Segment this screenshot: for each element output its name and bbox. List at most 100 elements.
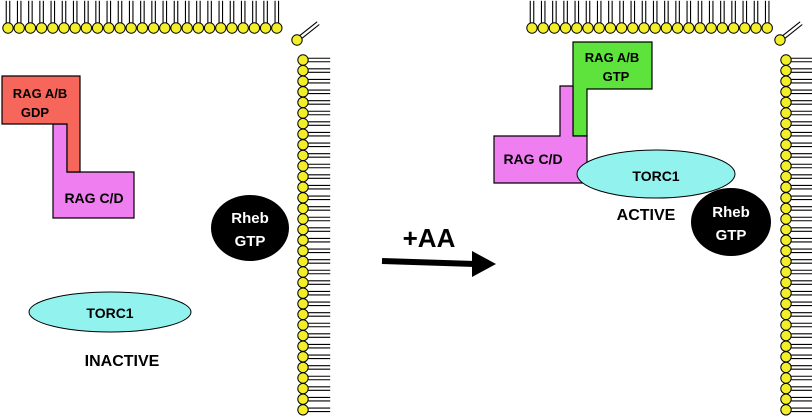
lipid-head [739,0,751,34]
lipid-head [297,86,331,98]
lipid-head [297,128,331,140]
lipid-head [548,0,561,34]
lipid-head [259,0,272,34]
lipid-head [203,0,216,34]
lipid-head [780,276,812,289]
lipid-head [35,0,48,34]
lipid-head [297,234,331,246]
lipid-head [24,0,37,34]
lipid-head [780,170,812,183]
lipid-head [761,0,773,34]
lipid-head [780,361,812,374]
arrow-head [472,251,496,277]
lipid-head [297,372,331,384]
lipid-head [604,0,617,34]
rheb-label-left-line1: Rheb [231,210,269,227]
rheb-label-right-line1: Rheb [712,204,750,221]
lipid-head [297,298,331,310]
lipid-head [159,0,171,34]
lipid-head [780,372,812,384]
lipid-head [297,382,331,395]
lipid-head [780,181,812,193]
lipid-head [297,107,331,119]
lipid-head [593,0,605,34]
lipid-head [297,393,331,405]
lipid-head [780,160,812,172]
lipid-head [297,149,331,162]
lipid-head [780,382,812,395]
lipid-head [780,393,812,405]
lipid-head [297,117,331,130]
lipid-head [297,340,331,352]
transition-arrow: +AA [381,223,496,277]
active-label: ACTIVE [617,207,676,224]
lipid-head [114,0,126,34]
rag-ab-label-left-line1: RAG A/B [13,86,67,101]
lipid-head [147,0,160,34]
lipid-head [297,139,331,151]
torc1-ellipse-right [576,149,736,199]
rheb-ellipse-left [211,195,289,261]
lipid-head [291,21,320,46]
lipid-head [694,0,706,34]
plus-aa-label: +AA [403,223,456,253]
lipid-head [780,213,812,225]
lipid-head [69,0,81,34]
lipid-head [780,266,812,278]
lipid-head [727,0,740,34]
torc1-ellipse-left [28,291,192,333]
lipid-head [271,0,283,34]
lipid-head [526,0,538,34]
lipid-head [297,361,331,374]
lipid-head [91,0,104,34]
inactive-label: INACTIVE [85,353,160,370]
lipid-head [780,192,812,204]
lipid-head [683,0,695,34]
rag-ab-label-right-line1: RAG A/B [585,50,639,65]
lipid-head [780,245,812,257]
lipid-head [58,0,70,34]
lipid-head [297,255,331,268]
lipid-head [671,0,684,34]
torc1-label-right: TORC1 [632,168,679,184]
lipid-head [297,223,331,236]
lipid-head [615,0,628,34]
lipid-head [297,308,331,321]
lipid-head [248,0,261,34]
lipid-head [780,117,812,130]
lipid-head [750,0,762,34]
lipid-head [136,0,149,34]
lipid-head [780,107,812,119]
rag-cd-label-left: RAG C/D [64,190,123,206]
lipid-head [297,266,331,278]
lipid-head [2,0,14,34]
lipid-head [780,54,812,66]
lipid-head [780,139,812,151]
membrane-left [2,0,331,416]
lipid-head [780,351,812,363]
rheb-label-right-line2: GTP [716,227,747,244]
lipid-head [297,192,331,204]
lipid-head [297,181,331,193]
lipid-head [780,340,812,352]
lipid-head [297,276,331,289]
lipid-head [716,0,729,34]
torc1-label-left: TORC1 [86,305,133,321]
lipid-head [297,351,331,363]
lipid-head [237,0,249,34]
lipid-head [215,0,227,34]
lipid-head [780,319,812,331]
lipid-head [780,234,812,246]
lipid-head [780,223,812,236]
lipid-head [297,245,331,257]
lipid-head [80,0,93,34]
lipid-head [537,0,549,34]
rag-ab-gdp-shape [1,75,81,173]
membrane-right [526,0,812,416]
lipid-head [780,404,812,416]
lipid-head [780,287,812,299]
lipid-head [780,255,812,268]
lipid-head [297,54,331,66]
lipid-head [627,0,639,34]
